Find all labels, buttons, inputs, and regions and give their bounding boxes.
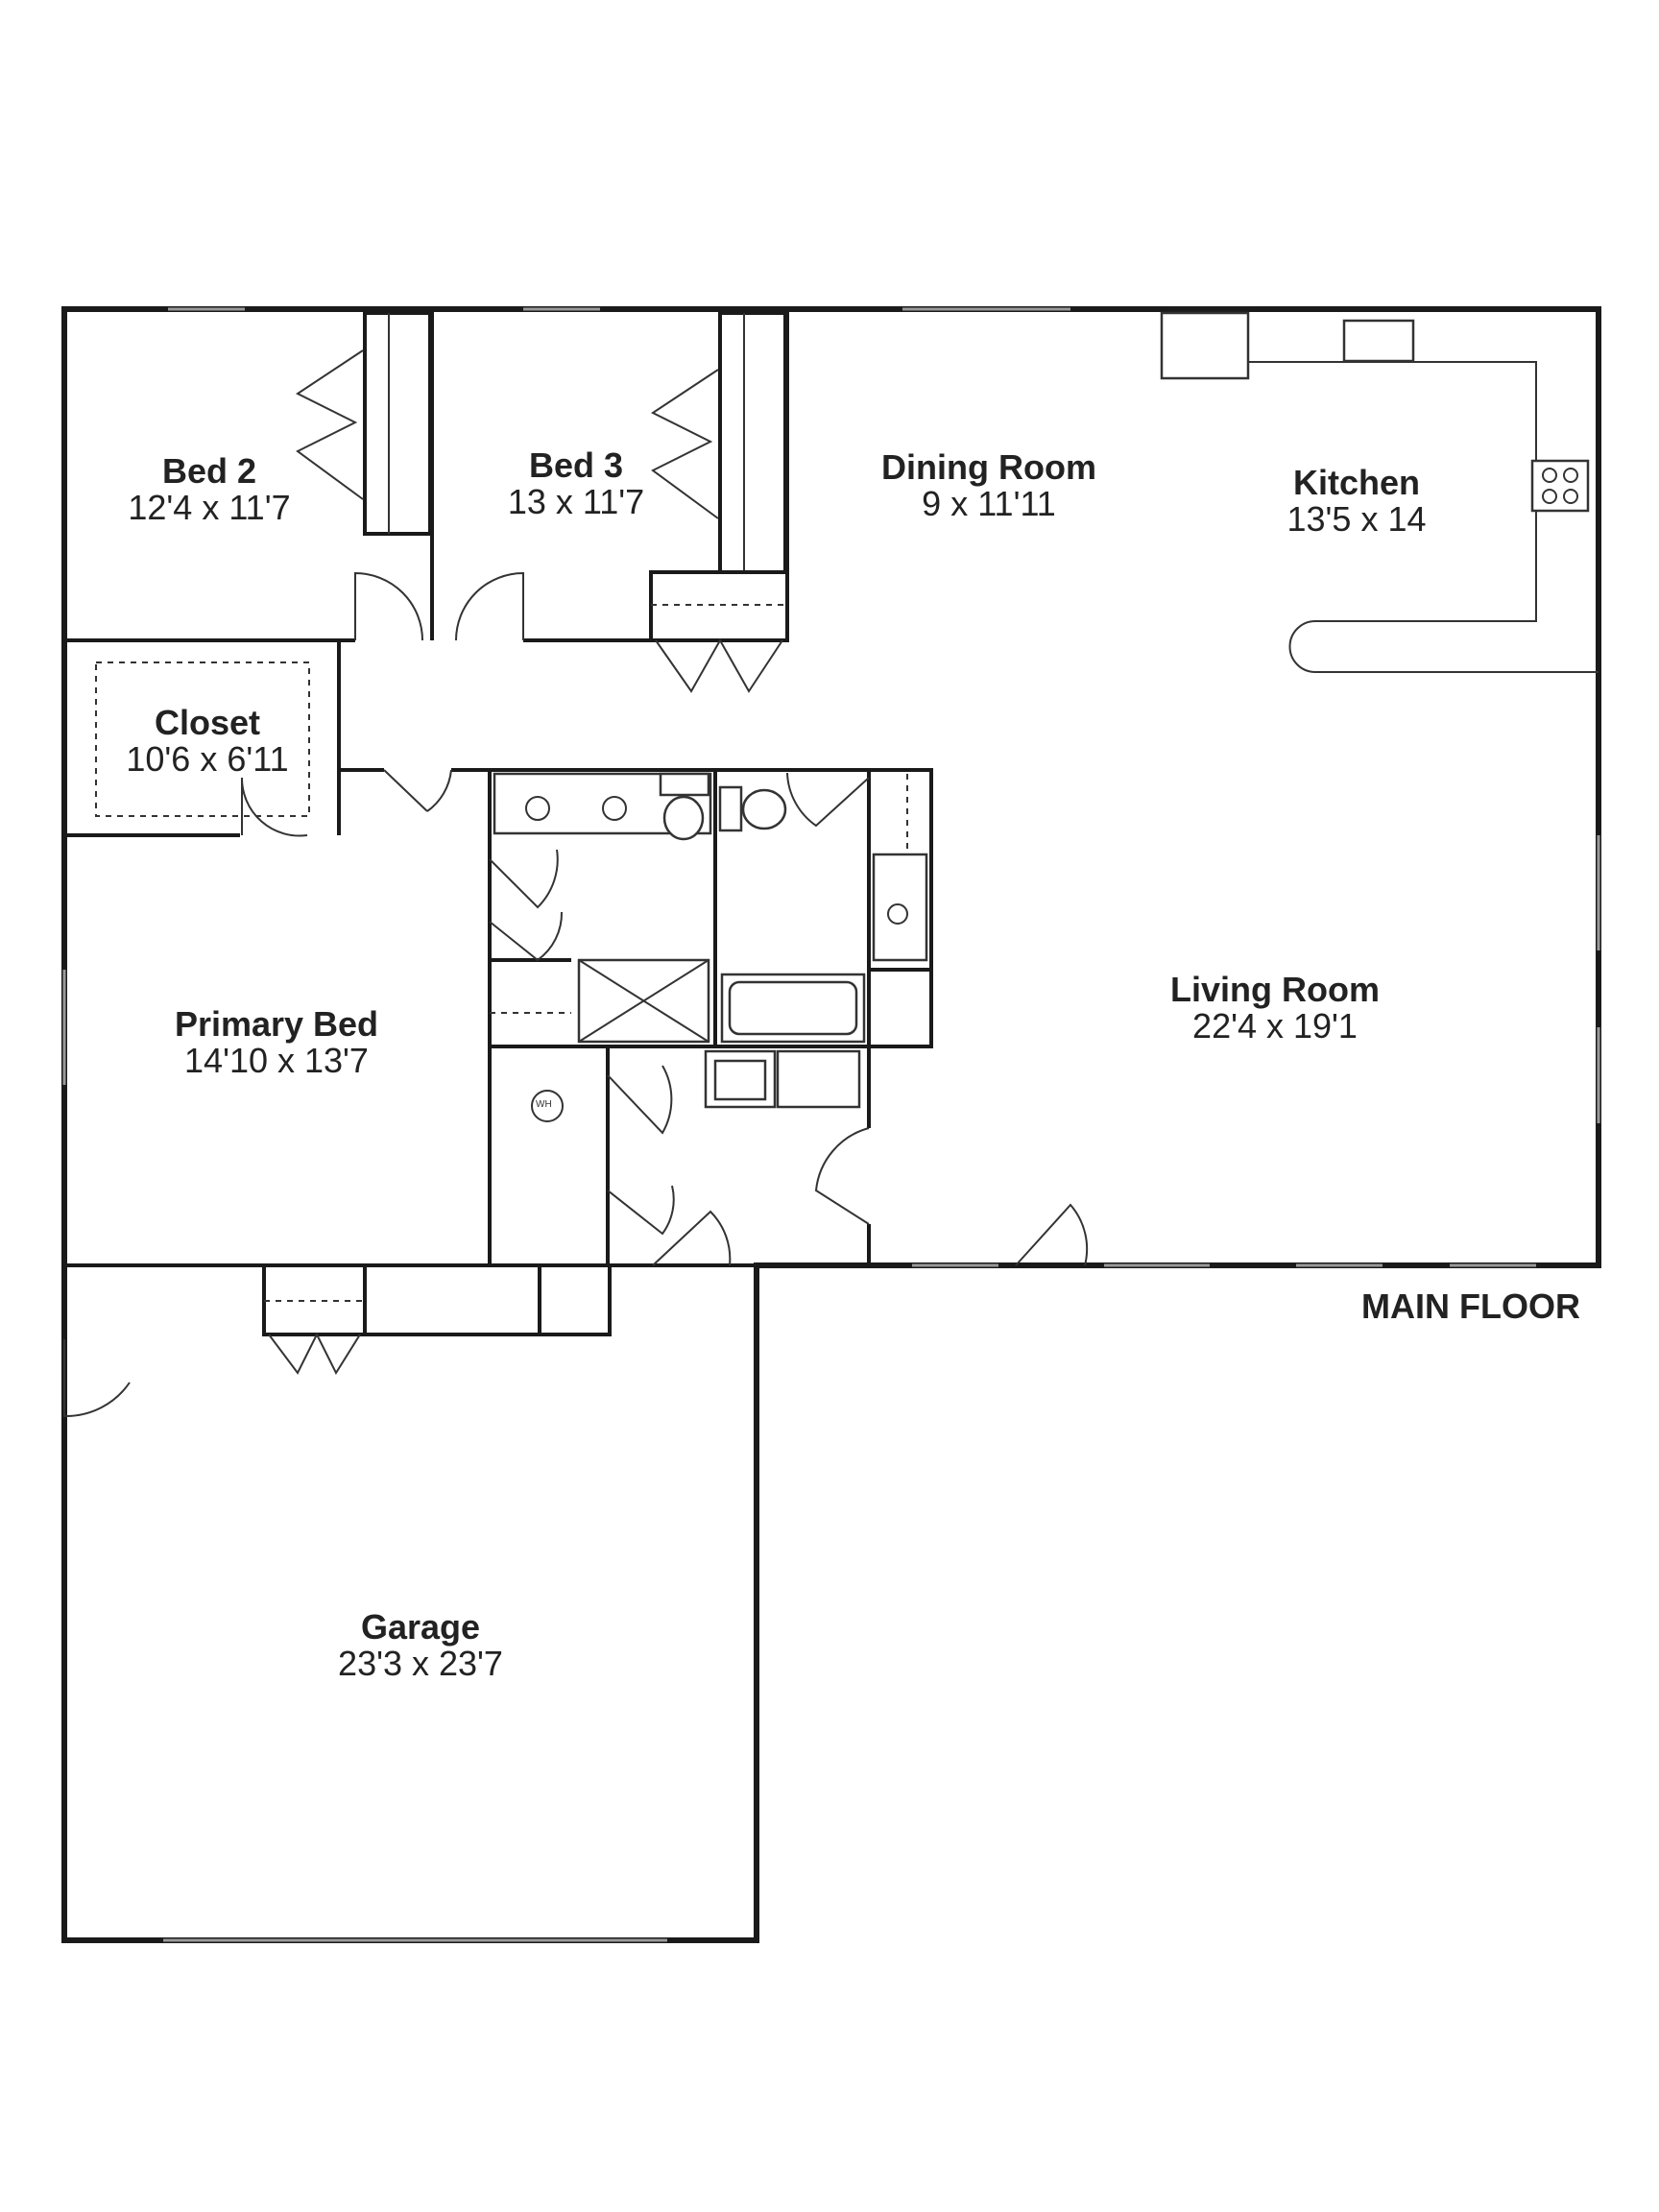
exterior-walls: [61, 306, 1601, 1943]
room-label-bed2: Bed 2 12'4 x 11'7: [128, 453, 290, 526]
water-heater-label: WH: [536, 1099, 552, 1110]
room-name: Primary Bed: [174, 1004, 379, 1044]
room-label-closet: Closet 10'6 x 6'11: [126, 705, 288, 778]
room-dims: 13'5 x 14: [1286, 498, 1427, 539]
room-name: Bed 2: [161, 451, 257, 491]
doors: [63, 349, 1089, 1418]
room-name: Dining Room: [881, 447, 1096, 487]
bath-fixtures: [493, 772, 928, 1122]
room-label-dining: Dining Room 9 x 11'11: [881, 449, 1096, 522]
room-dims: 13 x 11'7: [507, 481, 645, 521]
room-dims: 14'10 x 13'7: [184, 1040, 369, 1080]
room-dims: 22'4 x 19'1: [1192, 1005, 1358, 1046]
room-name: Garage: [360, 1607, 481, 1647]
room-label-garage: Garage 23'3 x 23'7: [338, 1609, 503, 1682]
room-dims: 9 x 11'11: [922, 483, 1056, 523]
floor-title: MAIN FLOOR: [1361, 1286, 1580, 1326]
room-dims: 23'3 x 23'7: [338, 1643, 503, 1683]
room-name: Closet: [154, 703, 261, 742]
room-dims: 12'4 x 11'7: [128, 487, 291, 527]
room-label-kitchen: Kitchen 13'5 x 14: [1287, 465, 1427, 538]
room-name: Living Room: [1170, 970, 1380, 1009]
room-name: Bed 3: [528, 445, 624, 485]
room-dims: 10'6 x 6'11: [126, 738, 289, 779]
room-label-bed3: Bed 3 13 x 11'7: [508, 447, 644, 520]
interior-walls: [64, 309, 933, 1336]
room-label-primary: Primary Bed 14'10 x 13'7: [175, 1006, 378, 1079]
room-name: Kitchen: [1292, 463, 1421, 502]
room-label-living: Living Room 22'4 x 19'1: [1170, 972, 1380, 1045]
kitchen-counter: [1160, 311, 1599, 673]
windows: [62, 307, 1600, 1942]
